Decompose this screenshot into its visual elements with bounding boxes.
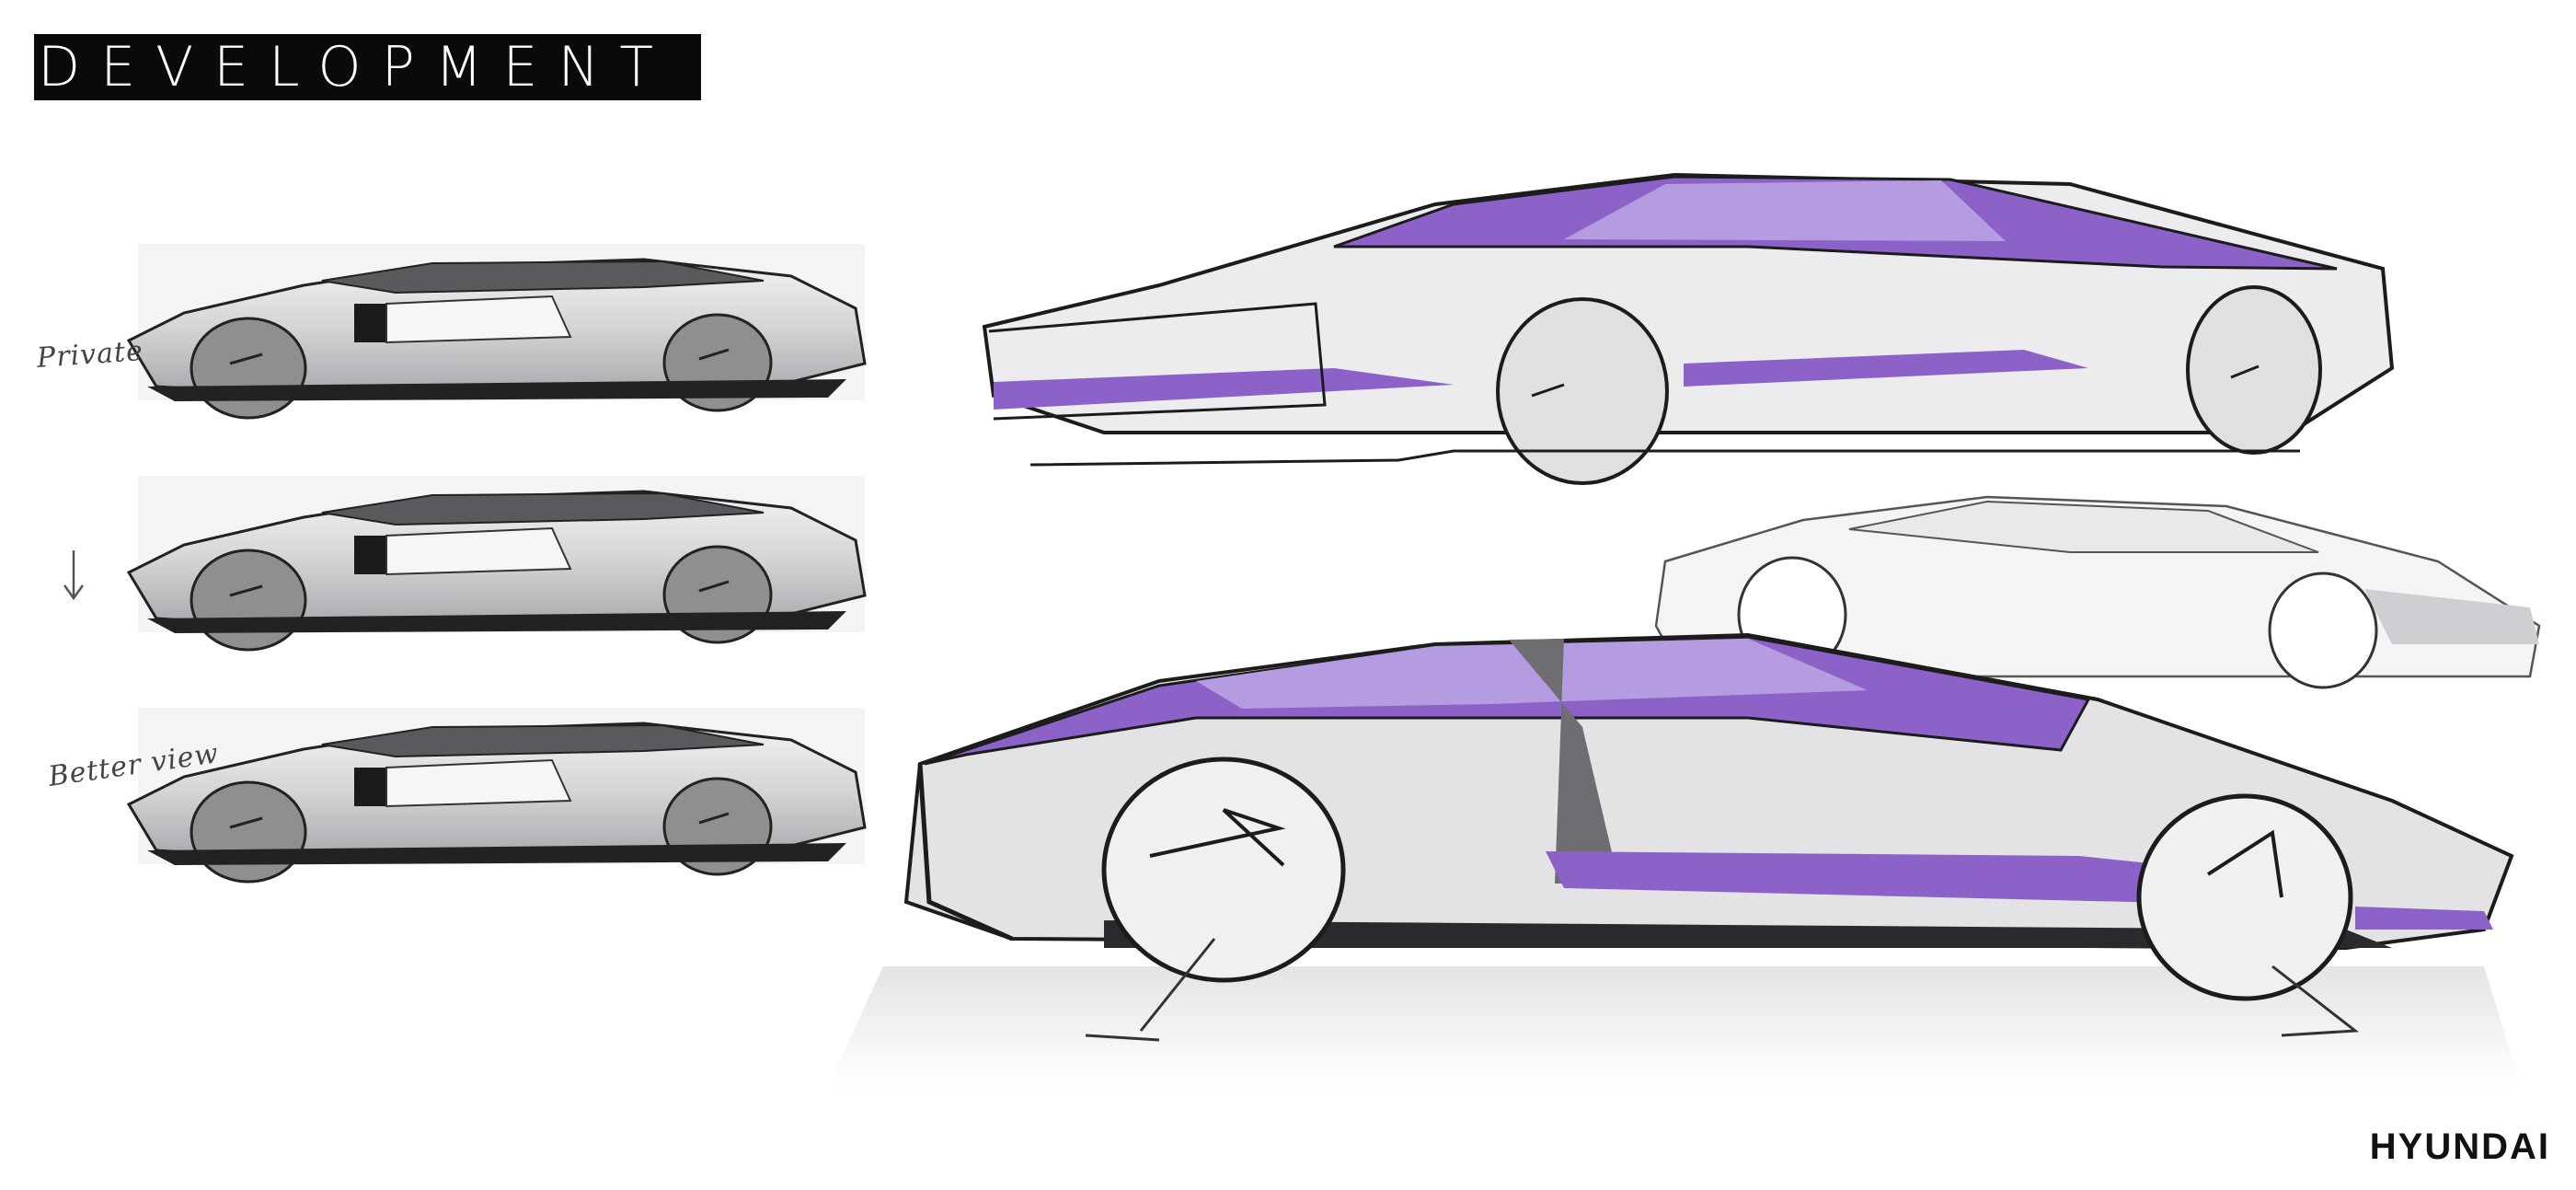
title-bar: DEVELOPMENT <box>34 34 701 100</box>
thumbnail-car-3 <box>127 706 867 884</box>
sketch-car-hero <box>828 632 2521 1086</box>
hyundai-logo: HYUNDAI <box>2369 1126 2550 1167</box>
thumbnail-car-1 <box>126 244 867 420</box>
page-title: DEVELOPMENT <box>38 35 673 99</box>
down-arrow-icon <box>63 550 85 601</box>
thumbnail-car-2 <box>127 474 867 652</box>
sketch-car-top <box>982 172 2395 485</box>
